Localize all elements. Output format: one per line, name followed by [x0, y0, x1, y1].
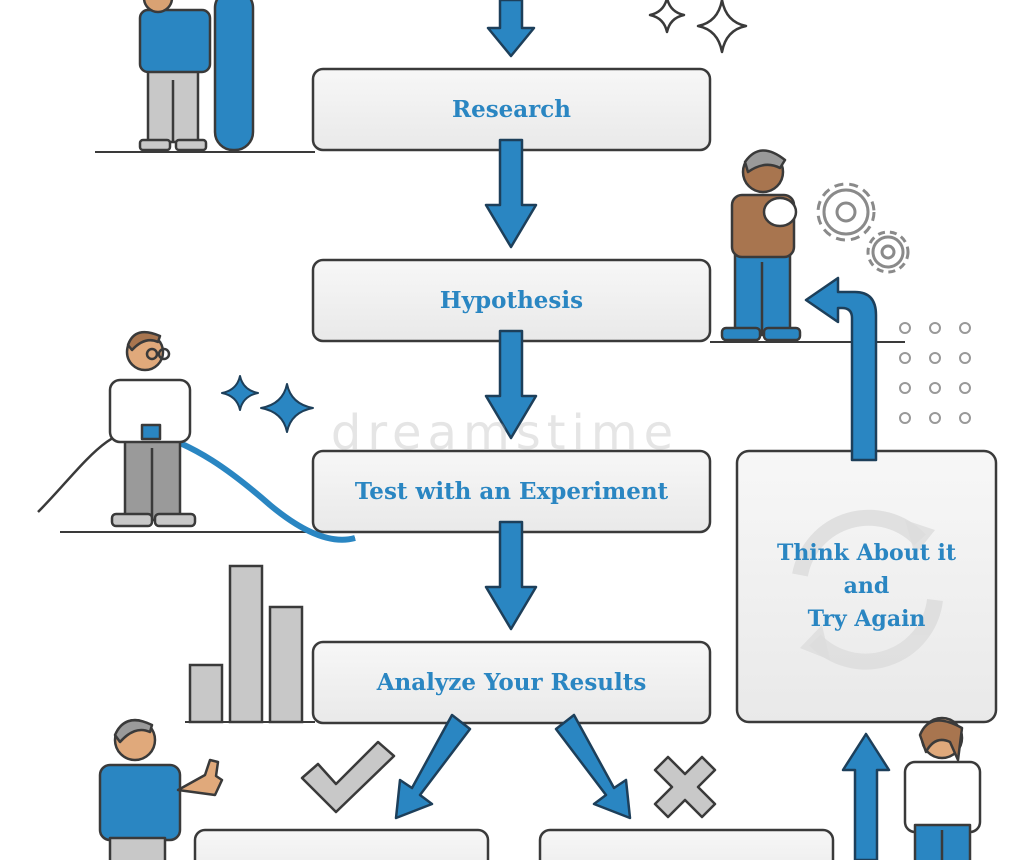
person-thumbs-up	[98, 718, 224, 860]
step-experiment-label: Test with an Experiment	[354, 478, 669, 505]
dot-grid-icon	[899, 322, 971, 424]
arrow-research-to-hypothesis	[484, 138, 538, 249]
arrow-failure-to-retry	[841, 732, 891, 860]
failure-box	[538, 828, 835, 860]
cross-mark-icon	[653, 755, 717, 819]
arrow-retry-to-hypothesis	[804, 276, 878, 462]
gears-icon	[816, 182, 910, 274]
arrow-to-failure	[554, 713, 632, 820]
person-thinking	[720, 149, 802, 342]
step-research-label: Research	[451, 96, 572, 123]
retry-line-2: and	[843, 573, 890, 599]
success-box	[193, 828, 490, 860]
arrow-hypothesis-to-experiment	[484, 329, 538, 440]
person-hands-on-hips	[903, 716, 982, 860]
bar-chart-illustration	[188, 564, 304, 724]
sparkle-icon-blue	[221, 375, 314, 433]
arrow-experiment-to-analyze	[484, 520, 538, 631]
retry-line-1: Think About it	[776, 540, 957, 566]
check-mark-icon	[300, 740, 396, 814]
arrow-into-research	[486, 0, 536, 58]
cycle-arrows-icon	[792, 509, 943, 670]
step-analyze-label: Analyze Your Results	[376, 669, 647, 696]
arrow-to-success	[394, 713, 472, 820]
step-retry-label: Think About it and Try Again	[737, 451, 996, 722]
retry-line-3: Try Again	[807, 606, 926, 632]
wave-curve	[37, 429, 356, 541]
analyze-box	[311, 640, 712, 725]
step-hypothesis-label: Hypothesis	[439, 287, 584, 314]
person-holding-board	[138, 0, 255, 152]
sparkle-icon	[648, 0, 748, 54]
person-with-glasses	[108, 330, 197, 528]
